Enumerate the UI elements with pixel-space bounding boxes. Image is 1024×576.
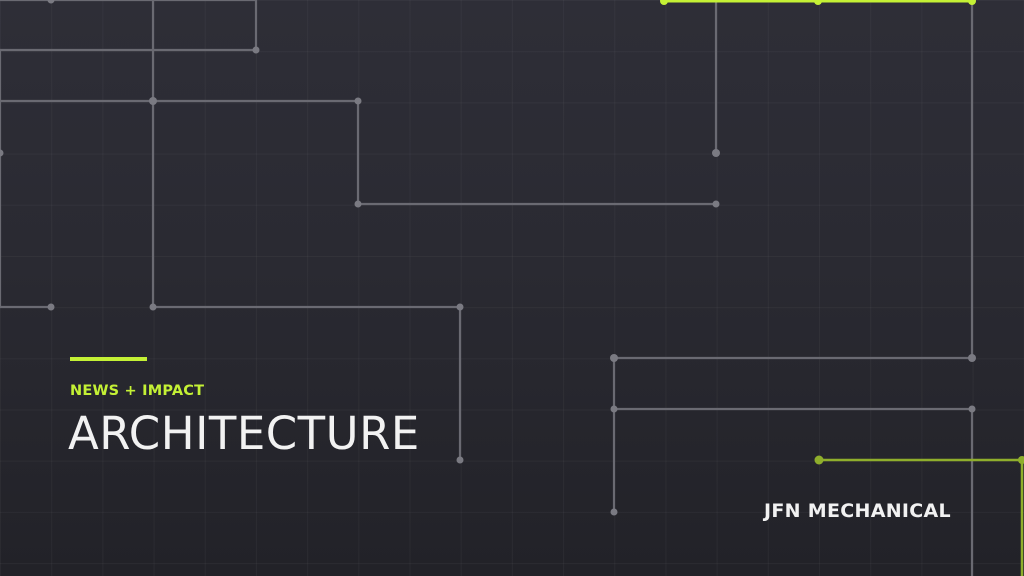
page-title: ARCHITECTURE	[68, 407, 420, 460]
brand-name: JFN MECHANICAL	[764, 500, 951, 522]
category-label: NEWS + IMPACT	[70, 383, 205, 399]
accent-bar	[70, 357, 147, 361]
